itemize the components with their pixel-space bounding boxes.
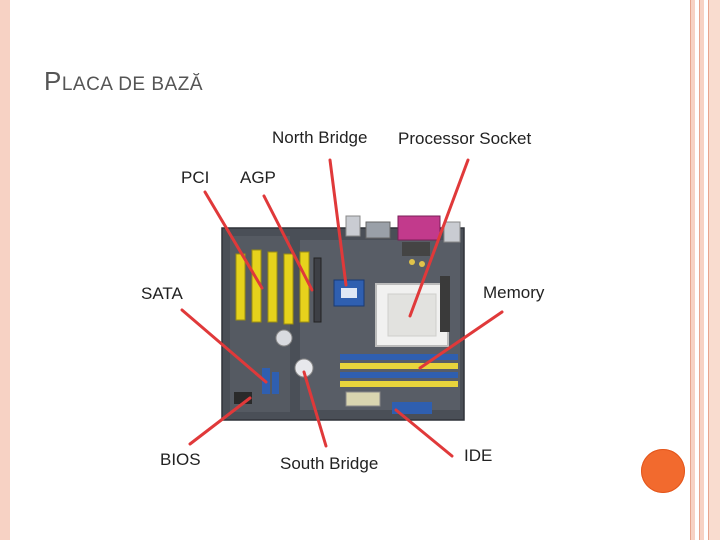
label-ide: IDE	[464, 446, 493, 465]
slide-frame-right-3	[708, 0, 720, 540]
memory-slot	[340, 354, 458, 360]
pointer-north-bridge	[328, 158, 348, 287]
pci-slot	[267, 251, 278, 323]
ide-connector	[345, 391, 381, 407]
pointer-pci	[203, 190, 264, 290]
socket-lever	[440, 276, 450, 332]
audio-jack-block	[402, 242, 430, 256]
pointer-processor-socket	[408, 158, 470, 318]
parallel-port	[397, 215, 441, 241]
label-bios: BIOS	[160, 450, 201, 469]
pci-slot	[299, 251, 310, 323]
pointer-bios	[188, 396, 252, 446]
memory-slot	[340, 363, 458, 369]
capacitor	[419, 261, 425, 267]
slide-title: PLACA DE BAZĂ	[44, 66, 203, 97]
rear-io-port	[443, 221, 461, 243]
ide-connector	[392, 402, 432, 414]
label-north-bridge: North Bridge	[272, 128, 368, 147]
memory-slot	[340, 381, 458, 387]
pointer-memory	[418, 310, 504, 370]
agp-slot	[313, 257, 322, 323]
pointer-agp	[262, 194, 314, 292]
accent-circle	[641, 449, 685, 493]
slide-frame-right-1	[690, 0, 695, 540]
pci-slot	[235, 253, 246, 321]
north-bridge-label-area	[341, 288, 357, 298]
label-processor-socket: Processor Socket	[398, 129, 532, 148]
slide-frame-right-2	[699, 0, 704, 540]
slide-title-initial: P	[44, 66, 62, 96]
pointer-south-bridge	[302, 370, 328, 448]
label-agp: AGP	[240, 168, 276, 187]
pci-slot	[283, 253, 294, 325]
rear-io-port	[365, 221, 391, 239]
cpu-socket-pins	[387, 293, 437, 337]
label-sata: SATA	[141, 284, 183, 303]
pointer-ide	[394, 408, 454, 458]
slide-frame-left	[0, 0, 10, 540]
pointer-sata	[180, 308, 268, 384]
label-pci: PCI	[181, 168, 210, 187]
rear-io-port	[345, 215, 361, 237]
label-memory: Memory	[483, 283, 545, 302]
sata-connector	[272, 372, 279, 394]
capacitor	[409, 259, 415, 265]
slide-title-rest: LACA DE BAZĂ	[61, 74, 204, 95]
label-south-bridge: South Bridge	[280, 454, 379, 473]
memory-slot	[340, 372, 458, 378]
cmos-battery	[275, 329, 293, 347]
